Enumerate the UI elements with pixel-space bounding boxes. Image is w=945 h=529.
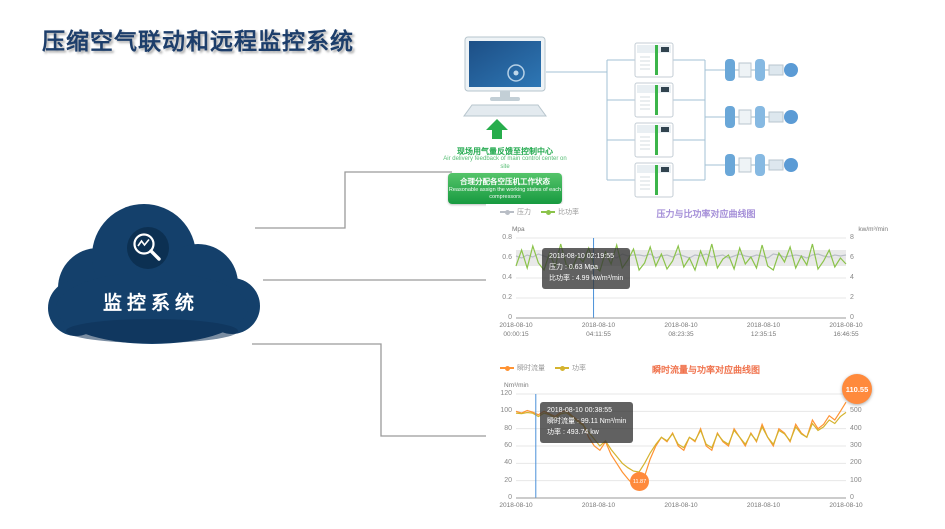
flow-series-label: 瞬时流量 [517,365,545,372]
feedback-text-cn: 现场用气量反馈至控制中心 [457,147,553,156]
min-value-marker: 11.87 [630,472,649,491]
power-series-label: 功率 [572,365,586,372]
tooltip-specific-power: 比功率 : 4.99 kw/m³/min [549,274,624,282]
specific-power-series-swatch [541,209,555,215]
chart-legend: 瞬时流量 功率 [500,363,586,373]
network-lines [546,59,725,181]
chart-tooltip: 2018-08-10 00:38:55 瞬时流量 : 99.11 Nm³/min… [540,402,634,443]
flow-series-swatch [500,365,514,371]
tooltip-power: 功率 : 493.74 kw [547,428,599,436]
chart-tooltip: 2018-08-10 02:19:55 压力 : 0.63 Mpa 比功率 : … [542,248,631,289]
tooltip-pressure: 压力 : 0.63 Mpa [549,263,599,271]
tooltip-flow: 瞬时流量 : 99.11 Nm³/min [547,417,627,425]
y-axis-unit-left: Nm³/min [504,382,529,389]
cloud-shape [48,204,260,344]
y-axis-unit-left: Mpa [512,226,525,233]
tooltip-time: 2018-08-10 02:19:55 [549,253,614,260]
chart-title: 瞬时流量与功率对应曲线图 [651,365,760,375]
feedback-text-en: Air delivery feedback of main control ce… [443,156,567,170]
feedback-arrow-icon [486,119,508,139]
y-axis-unit-right: kw/m³/min [858,226,888,233]
power-series-swatch [555,365,569,371]
pressure-series-label: 压力 [517,209,531,216]
assign-text-en: Reasonable assign the working states of … [448,187,562,200]
assign-text-cn: 合理分配各空压机工作状态 [460,177,550,186]
page-title: 压缩空气联动和远程监控系统 [42,28,354,54]
y-axis-ticks-right: 6005004003002001000 [850,390,862,501]
chart-legend: 压力 比功率 [500,207,579,217]
cloud-label: 监控系统 [102,293,199,314]
control-computer-icon [463,36,547,117]
tooltip-time: 2018-08-10 00:38:55 [547,407,612,414]
specific-power-series-label: 比功率 [558,209,579,216]
monitor-magnifier-icon [127,227,169,269]
chart-title: 压力与比功率对应曲线图 [656,209,756,219]
max-value-badge: 110.55 [842,374,872,404]
air-compressor-icon [634,42,674,198]
pressure-series-swatch [500,209,514,215]
air-treatment-icon [725,59,798,176]
assign-box: 合理分配各空压机工作状态 Reasonable assign the worki… [448,173,562,204]
